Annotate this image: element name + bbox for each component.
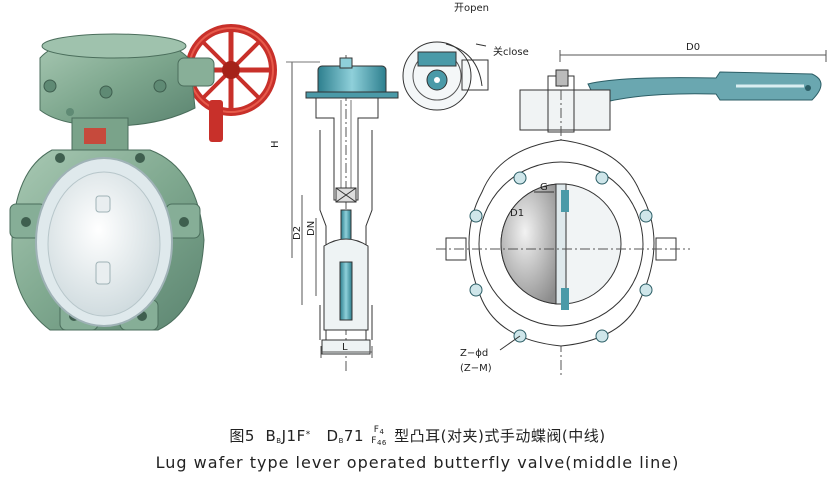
dim-H: H (270, 140, 281, 148)
dim-G: G (540, 182, 548, 193)
caption-english: Lug wafer type lever operated butterfly … (155, 453, 680, 472)
dim-D2: D2 (292, 226, 303, 240)
dim-D0: D0 (686, 42, 700, 53)
section-view (286, 55, 399, 372)
label-z-phi-d: Z−ϕd (460, 348, 488, 359)
label-open: 开open (454, 3, 489, 14)
position-indicator (402, 41, 489, 111)
valve-photo (9, 24, 277, 331)
dim-L: L (342, 342, 348, 353)
dim-D1: D1 (510, 208, 524, 219)
label-close: 关close (493, 45, 529, 58)
label-z-m: (Z−M) (460, 363, 492, 374)
dim-DN: DN (306, 221, 317, 236)
handwheel (185, 24, 277, 142)
front-view (436, 50, 827, 378)
